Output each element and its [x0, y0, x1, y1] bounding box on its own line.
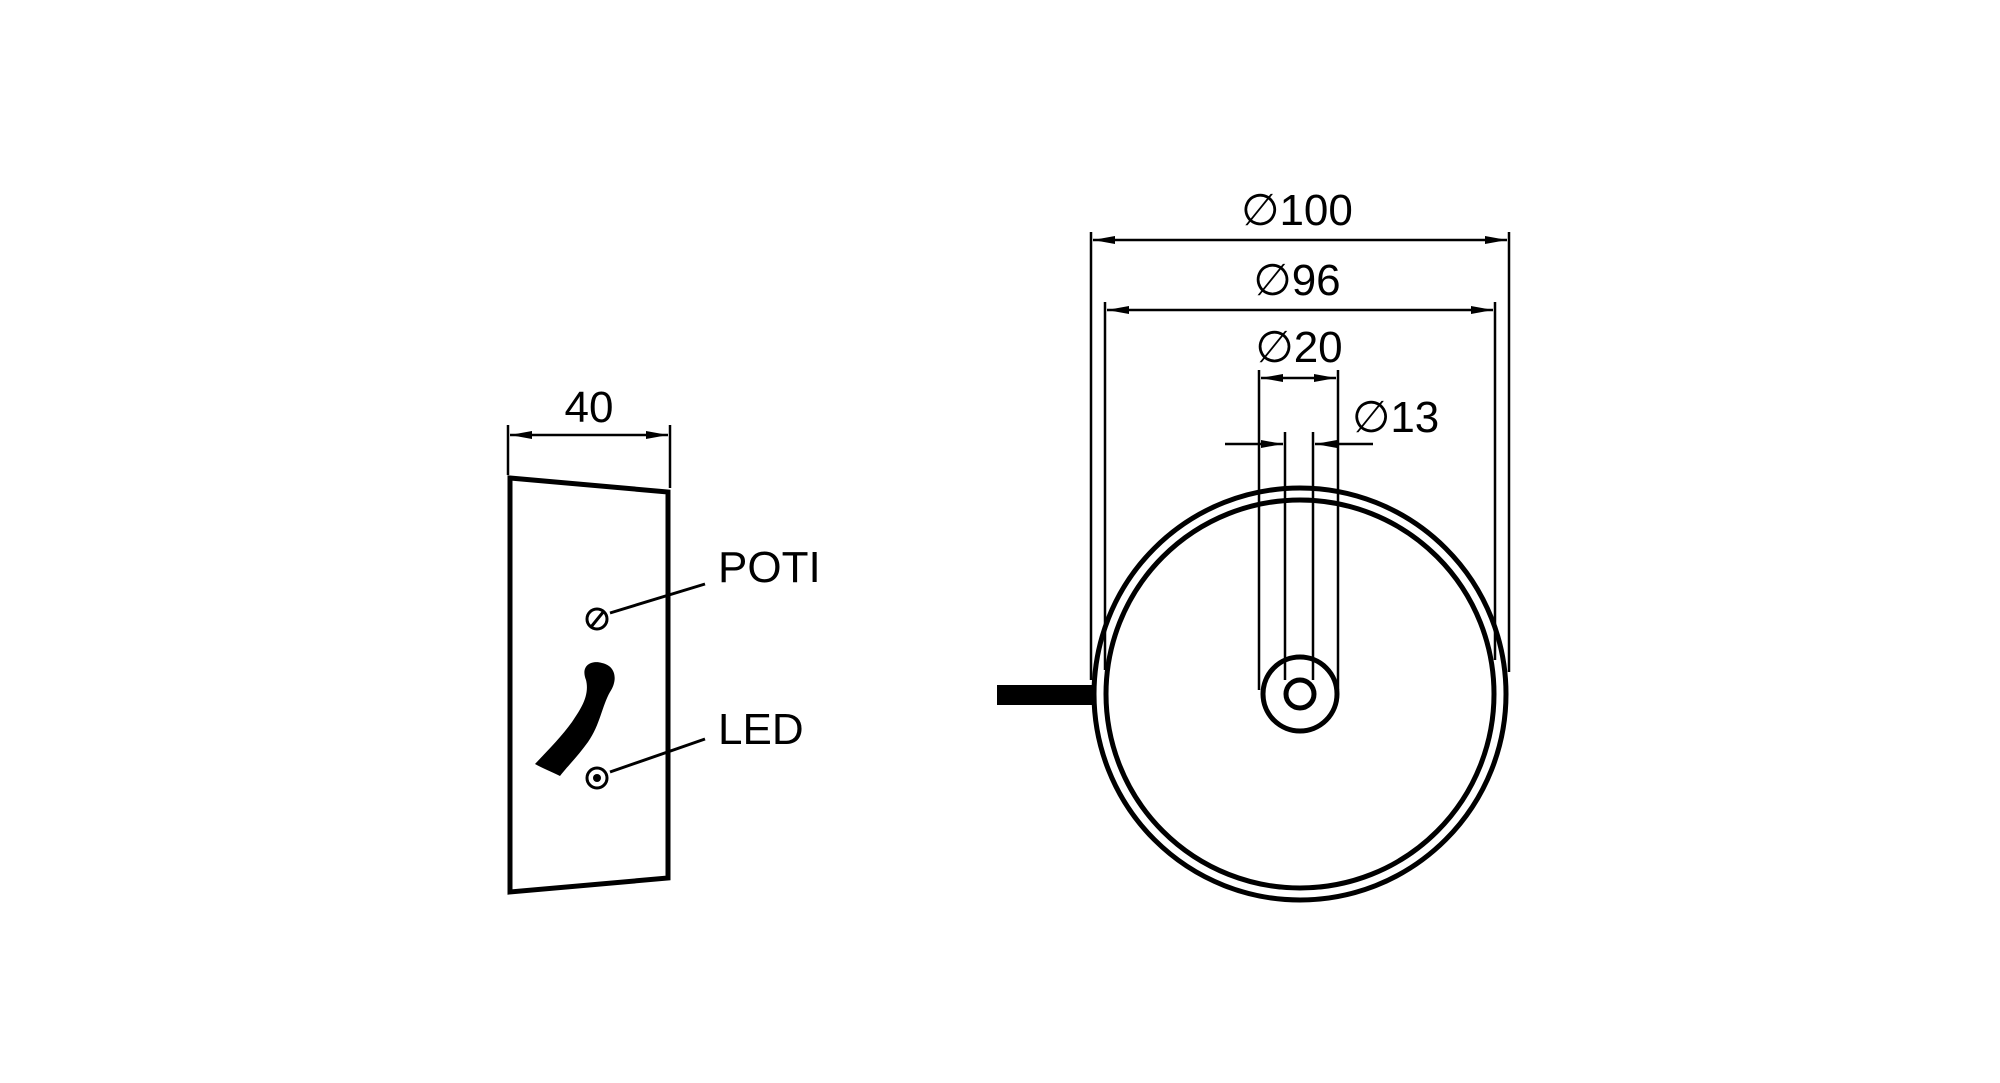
dimension-hub-label: ∅20: [1255, 323, 1342, 372]
cable-stub: [997, 685, 1093, 705]
side-view-body: [507, 475, 671, 895]
potentiometer-icon: POTI: [585, 543, 821, 631]
led-icon: LED: [585, 705, 804, 790]
dimension-outer: ∅100: [1089, 186, 1511, 680]
led-label: LED: [718, 705, 804, 754]
dimension-bore: ∅13: [1225, 393, 1439, 680]
dimension-outer-label: ∅100: [1241, 186, 1353, 235]
front-view: ∅100 ∅96 ∅20 ∅13: [997, 186, 1511, 903]
dimension-hub: ∅20: [1255, 323, 1343, 690]
outer-rim: [1091, 485, 1509, 903]
dimension-bore-label: ∅13: [1352, 393, 1439, 442]
dimension-width-label: 40: [565, 383, 614, 432]
poti-label: POTI: [718, 543, 821, 592]
inner-rim: [1103, 497, 1497, 891]
dimension-inner: ∅96: [1103, 256, 1497, 670]
dimension-inner-label: ∅96: [1253, 256, 1340, 305]
cable-entry-icon: [535, 662, 615, 776]
hub-outer: [1260, 654, 1340, 734]
dimension-width: 40: [506, 383, 672, 488]
hub-bore: [1283, 677, 1317, 711]
side-view: 40 POTI LED: [506, 383, 821, 895]
